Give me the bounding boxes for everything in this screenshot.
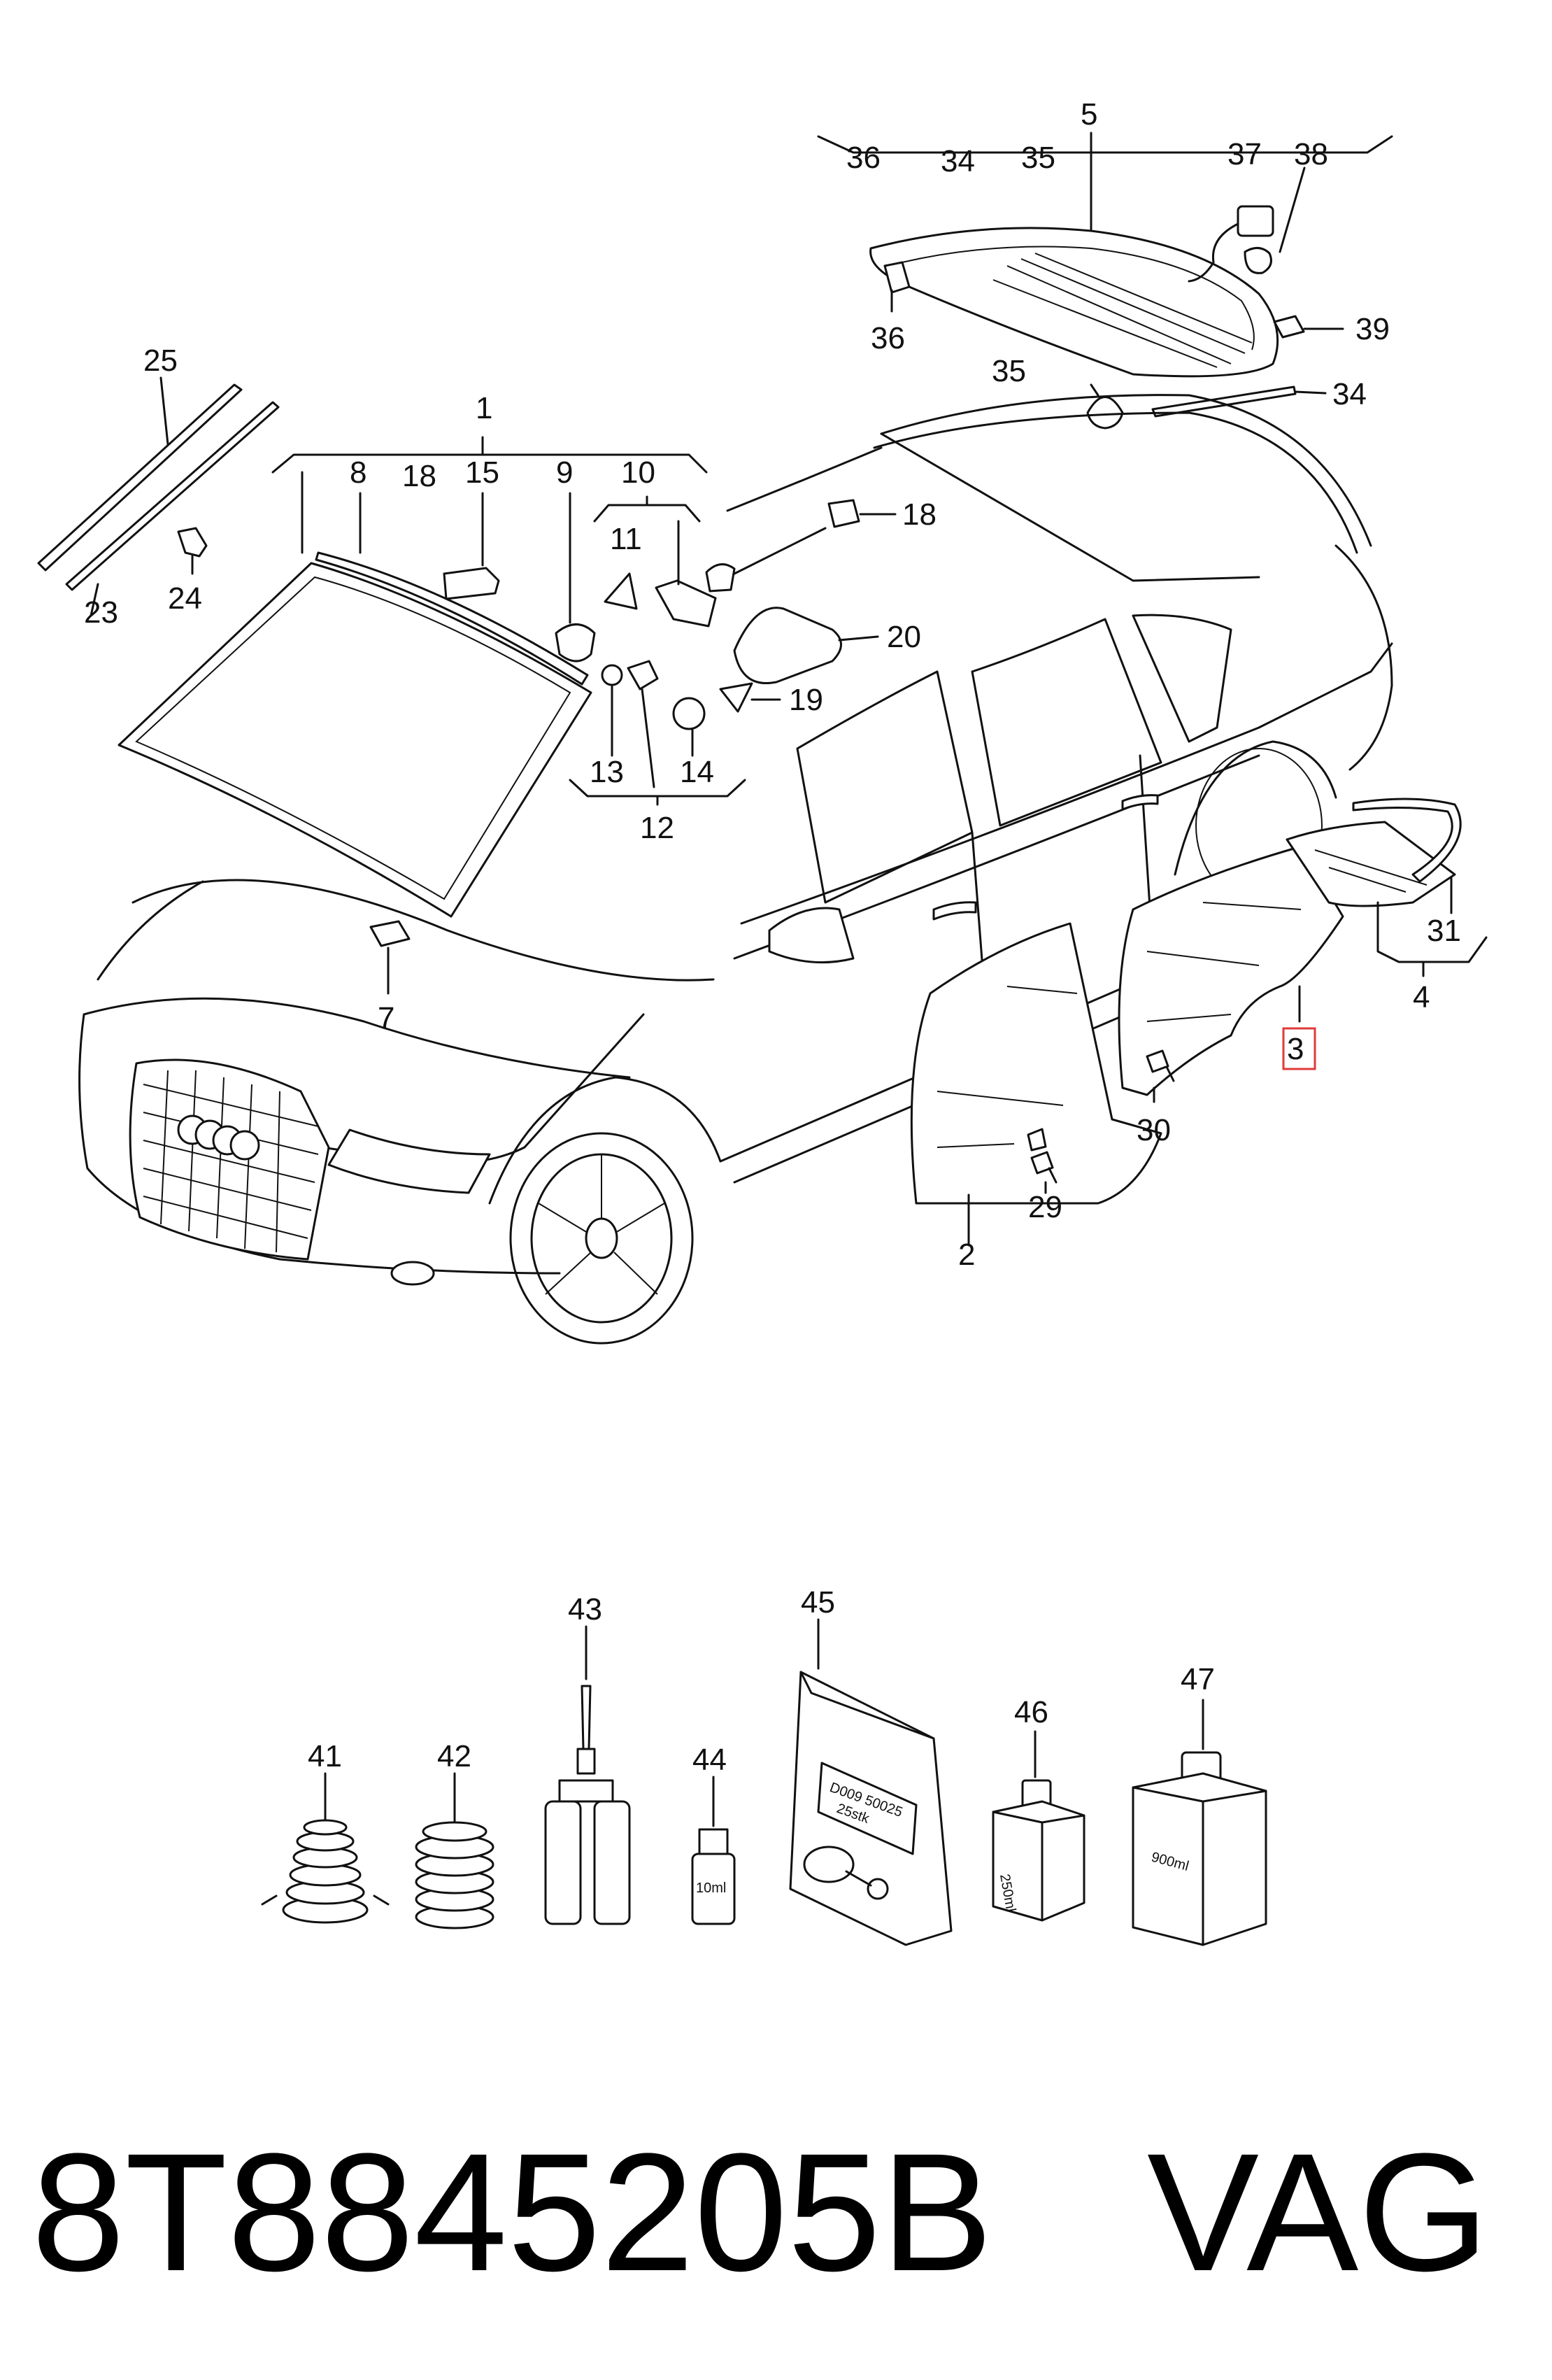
front-door-glass-2 [910,922,1162,1205]
side-mirror [768,907,855,964]
callout-18: 18 [902,497,937,532]
part-number: 8T8845205B [31,2118,993,2306]
cord-spool-41 [261,1819,390,1924]
callout-41: 41 [308,1739,342,1773]
vial-44: 10ml [691,1828,736,1925]
trim-strip-25 [65,401,280,591]
bracket-11 [604,572,638,610]
adhesive-bag-45: D009 50025 25stk [789,1671,953,1946]
windshield-glass [118,562,592,918]
callout-25: 25 [143,343,178,378]
bottle-large-47: 900ml [1132,1751,1267,1946]
cover-20 [733,607,842,684]
double-cartridge-43 [544,1685,631,1925]
bolt-30 [1146,1049,1169,1073]
callout-31: 31 [1427,914,1461,948]
clip-12 [627,660,659,690]
callout-15: 15 [465,455,499,490]
callout-30: 30 [1137,1113,1171,1147]
callout-47: 47 [1181,1662,1215,1697]
callout-10: 10 [621,455,655,490]
clip-36 [883,261,911,294]
callout-34-top: 34 [941,144,975,178]
callout-1: 1 [476,391,492,425]
highlight-box-3 [1282,1027,1316,1070]
callout-11: 11 [610,522,642,556]
callout-44: 44 [692,1743,727,1777]
brake-light-connector [1237,205,1274,237]
callout-14: 14 [680,755,714,789]
brand-name: VAG [1147,2118,1489,2306]
headlight [327,1128,491,1194]
callout-34: 34 [1332,377,1367,411]
sensor-connector [827,499,860,528]
front-wheel [509,1132,694,1345]
pad-7 [369,920,411,947]
callout-9: 9 [556,455,573,490]
callout-23: 23 [84,595,118,630]
sensor-plug [705,563,736,593]
buffer-35 [1086,396,1124,430]
callout-24: 24 [168,581,202,616]
callout-36: 36 [871,321,905,355]
accessories-group: 41 42 43 [261,1585,1267,1946]
callout-19: 19 [789,683,823,717]
quarter-glass-4 [1286,821,1456,907]
ring-13 [601,664,623,686]
rear-window-glass [869,227,1279,378]
callout-20: 20 [887,620,921,654]
callout-29: 29 [1028,1190,1062,1224]
callout-3-highlighted: 3 [1287,1032,1304,1066]
clip-24 [177,527,208,558]
door-glass-group: 2 29 3 30 31 4 [910,798,1488,1272]
wire-clip [1244,247,1272,274]
windshield-group: 1 8 18 15 9 10 11 13 14 [118,391,937,1035]
trim-strips-group: 25 23 24 [37,343,280,630]
callout-5: 5 [1081,97,1097,132]
callout-43: 43 [568,1592,602,1627]
callout-8: 8 [350,455,366,490]
callout-45: 45 [801,1585,835,1620]
callout-39: 39 [1355,312,1390,346]
callout-35-top: 35 [1021,141,1055,175]
clip-19 [719,682,753,713]
callout-12: 12 [640,811,674,845]
callout-4: 4 [1413,980,1430,1014]
callout-37: 37 [1227,137,1262,171]
callout-35: 35 [992,354,1026,388]
callout-38: 38 [1294,137,1328,171]
callout-36-top: 36 [846,141,881,175]
seal-strip-8 [315,551,589,686]
clip-9 [555,623,596,663]
rear-window-group: 5 36 34 35 37 38 36 39 35 34 [817,97,1393,430]
trim-strip-23 [37,383,243,572]
callout-18-left: 18 [402,459,436,493]
bottle-small-46: 250ml [992,1779,1085,1922]
coil-42 [415,1821,494,1929]
callout-42: 42 [437,1739,471,1773]
callout-2: 2 [958,1238,975,1272]
sensor-14 [672,697,706,730]
car-body [78,394,1393,1345]
callout-13: 13 [590,755,624,789]
bolt-29 [1030,1151,1054,1175]
mirror-base-15 [443,567,500,600]
vial-label: 10ml [696,1880,726,1896]
pad-39 [1273,315,1305,339]
front-grille [129,1058,330,1261]
trim-strip-31 [1352,798,1462,883]
callout-46: 46 [1014,1695,1048,1729]
bracket-10 [655,579,717,628]
